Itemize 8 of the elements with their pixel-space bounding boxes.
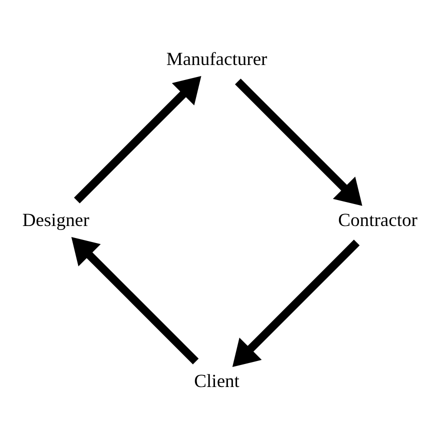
node-text: Client: [194, 370, 240, 392]
node-text: Designer: [22, 210, 90, 231]
arrow: [232, 240, 360, 367]
arrow: [74, 76, 202, 204]
arrow: [235, 78, 362, 206]
node-text: Manufacturer: [166, 48, 268, 70]
arrow: [71, 237, 199, 364]
node-text: Contractor: [338, 210, 418, 231]
